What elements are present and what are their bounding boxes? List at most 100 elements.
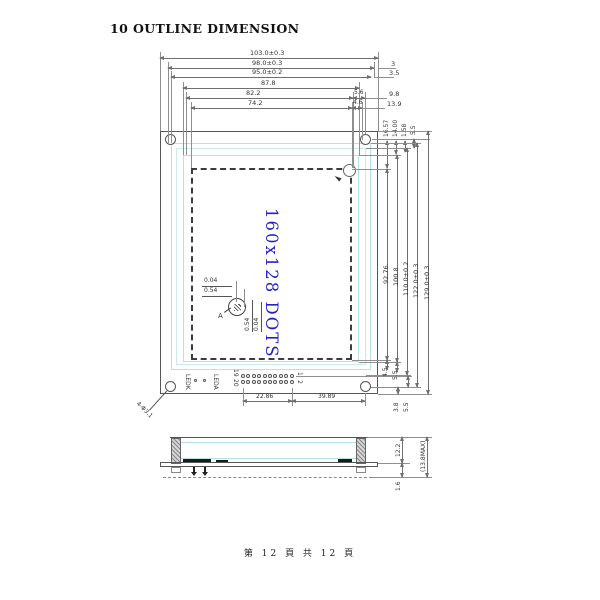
dim-line <box>185 96 354 100</box>
dim-label: 1.6 <box>395 481 402 491</box>
led-pin-hole <box>194 379 197 382</box>
extension-line <box>365 92 366 134</box>
pin-hole <box>284 373 289 378</box>
dim-line <box>242 399 293 403</box>
dim-line <box>170 75 372 79</box>
extension-line <box>191 102 192 168</box>
extension-line <box>371 143 421 144</box>
side-glass-line <box>181 442 356 443</box>
pin-hole <box>268 373 272 378</box>
dim-line <box>400 436 404 464</box>
active-area-label: 160x128 DOTS <box>262 208 281 359</box>
pin-hole <box>284 379 289 384</box>
pin-hole <box>246 373 251 378</box>
dim-label: 39.89 <box>318 393 336 400</box>
dim-line <box>261 302 262 332</box>
dim-line <box>395 154 399 363</box>
extension-line <box>160 52 161 131</box>
extension-line <box>366 148 411 149</box>
extension-line <box>378 463 410 464</box>
pcb-outline <box>160 131 378 394</box>
pin-hole <box>251 373 256 378</box>
dim-label: 12.2 <box>395 443 402 457</box>
dim-line <box>190 106 353 110</box>
dim-label: 22.86 <box>256 393 274 400</box>
dim-line <box>351 106 363 110</box>
pin-number: 20 <box>232 379 239 387</box>
dim-label: 100.8 <box>392 267 400 286</box>
bezel-outline <box>171 143 371 370</box>
dim-line <box>385 140 389 169</box>
extension-line <box>353 92 354 168</box>
extension-line <box>291 388 293 406</box>
pin-hole <box>289 373 294 378</box>
pin-hole <box>268 379 272 384</box>
dim-line <box>426 130 430 395</box>
extension-line <box>352 169 391 170</box>
extension-line <box>372 139 430 140</box>
extension-line <box>378 68 396 69</box>
dim-line <box>415 142 419 388</box>
hole-spec-label: 4-Φ3.1 <box>134 400 155 420</box>
mounting-hole <box>359 380 371 392</box>
dim-label: 4.6 <box>353 99 363 106</box>
pin-hole <box>273 379 278 384</box>
dim-label: 3.5 <box>389 69 400 77</box>
dim-line <box>406 374 410 388</box>
dim-label: 82.2 <box>246 89 261 97</box>
mounting-hole <box>164 133 176 145</box>
side-connector-strip <box>338 459 352 462</box>
dim-label: 0.04 <box>204 277 218 284</box>
page-number: 第 12 頁 共 12 頁 <box>243 549 357 559</box>
side-pcb <box>160 462 378 467</box>
detail-letter: A <box>218 312 223 320</box>
pin-hole <box>278 379 283 384</box>
pin-number: 19 <box>232 369 239 377</box>
dim-label: 5.6 <box>354 89 364 96</box>
pin-hole <box>257 373 262 378</box>
viewing-area-outline <box>183 155 359 362</box>
side-bezel-tab <box>171 467 181 473</box>
dim-line <box>167 66 375 70</box>
side-pin <box>204 467 206 472</box>
dim-line <box>425 436 429 478</box>
extension-line <box>378 394 432 395</box>
side-bezel-top <box>170 437 367 438</box>
dim-label: 14.00 <box>392 119 399 137</box>
dim-line <box>396 386 400 395</box>
dim-line <box>385 359 389 371</box>
active-area-outline <box>191 168 352 360</box>
pin-hole <box>262 373 267 378</box>
extension-line <box>359 155 401 156</box>
pin-hole <box>278 373 283 378</box>
dim-label: 9.8 <box>389 90 400 98</box>
dim-label: 3 <box>391 60 396 68</box>
detail-dot-pixel <box>233 303 241 311</box>
dim-label: 16.57 <box>383 119 390 137</box>
pin-number: 2 <box>296 380 303 384</box>
extension-line <box>374 77 394 78</box>
dim-line <box>290 399 367 403</box>
dim-line <box>385 168 389 361</box>
side-bezel-left-block <box>171 438 181 464</box>
dim-line <box>400 462 404 478</box>
pin-hole <box>262 379 267 384</box>
extension-line <box>168 62 169 143</box>
extension-line <box>365 98 387 99</box>
dim-line <box>252 300 253 332</box>
dim-label: 98.0±0.3 <box>252 59 283 67</box>
dim-label: 74.2 <box>248 99 263 107</box>
side-pin-tip <box>202 472 208 476</box>
dim-line <box>405 147 409 376</box>
extension-line <box>359 362 401 363</box>
side-pin <box>193 467 195 472</box>
dim-label: 110.0±0.2 <box>402 261 410 296</box>
dim-label: 122.0±0.3 <box>412 263 420 298</box>
pin-hole <box>257 379 262 384</box>
extension-line <box>352 360 391 361</box>
extension-line <box>243 388 244 406</box>
dim-label: 95.0±0.2 <box>252 68 283 76</box>
extension-line <box>186 92 187 155</box>
pin-hole <box>289 379 294 384</box>
extension-line <box>362 102 363 140</box>
